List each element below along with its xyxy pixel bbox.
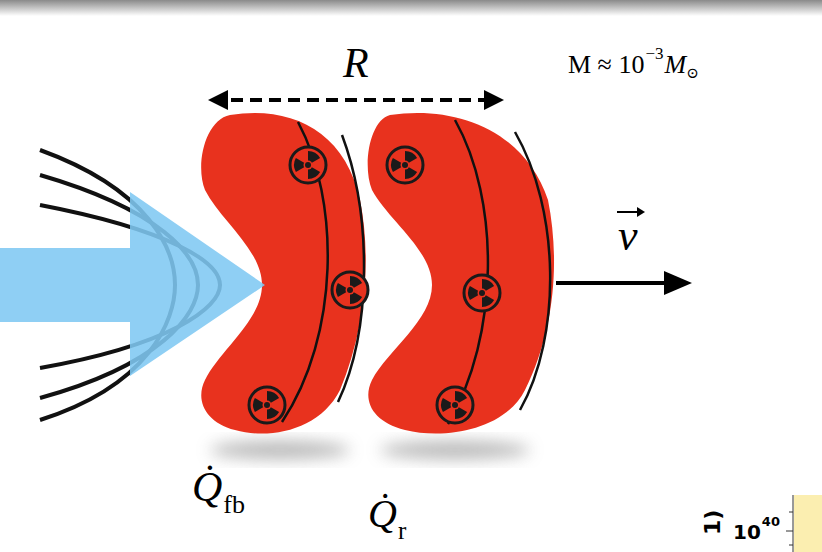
tick-label: 10 xyxy=(733,522,761,542)
heating-subscript: r xyxy=(398,518,406,543)
solar-subscript: ⊙ xyxy=(686,66,699,81)
axis-label: 1) xyxy=(702,510,724,535)
velocity-label: v xyxy=(618,214,638,258)
heating-label: Q̇ xyxy=(368,494,397,534)
velocity-arrow xyxy=(556,281,668,285)
tick-exponent: 40 xyxy=(762,515,780,528)
fallback-arrow xyxy=(0,192,265,376)
mass-label: M ≈ 10 xyxy=(568,52,644,78)
heating-label: Q̇ xyxy=(192,466,222,508)
chart-fragment xyxy=(786,495,822,552)
top-shade xyxy=(0,0,822,16)
mass-exponent: −3 xyxy=(645,45,663,62)
size-arrow xyxy=(212,98,500,102)
mass-symbol: M xyxy=(664,52,686,78)
ejecta-blobs xyxy=(201,113,554,434)
radioactive-symbols xyxy=(249,147,500,423)
heating-subscript: fb xyxy=(223,492,245,518)
size-label: R xyxy=(343,42,369,84)
